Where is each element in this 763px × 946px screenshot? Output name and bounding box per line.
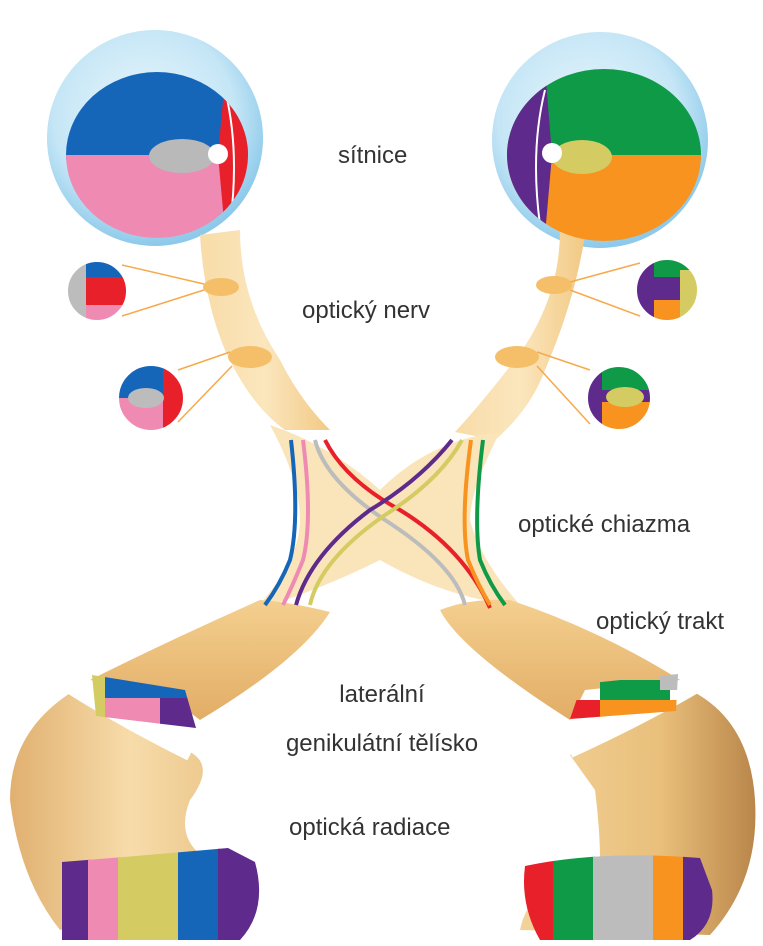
label-retina: sítnice bbox=[338, 141, 407, 171]
label-optic-chiasm: optické chiazma bbox=[518, 510, 690, 540]
right-nerve-cross-section-1 bbox=[630, 255, 714, 335]
label-optic-radiation: optická radiace bbox=[289, 813, 450, 843]
optic-nerve-body bbox=[200, 230, 585, 610]
right-nerve-cross-section-2 bbox=[580, 360, 662, 442]
label-lgn-line2: genikulátní tělísko bbox=[262, 729, 502, 759]
label-optic-nerve: optický nerv bbox=[302, 296, 430, 326]
label-optic-tract: optický trakt bbox=[596, 607, 724, 637]
label-lgn-line1: laterální bbox=[282, 680, 482, 710]
left-nerve-cross-section-2 bbox=[110, 360, 200, 440]
right-radiation-end bbox=[520, 845, 718, 945]
